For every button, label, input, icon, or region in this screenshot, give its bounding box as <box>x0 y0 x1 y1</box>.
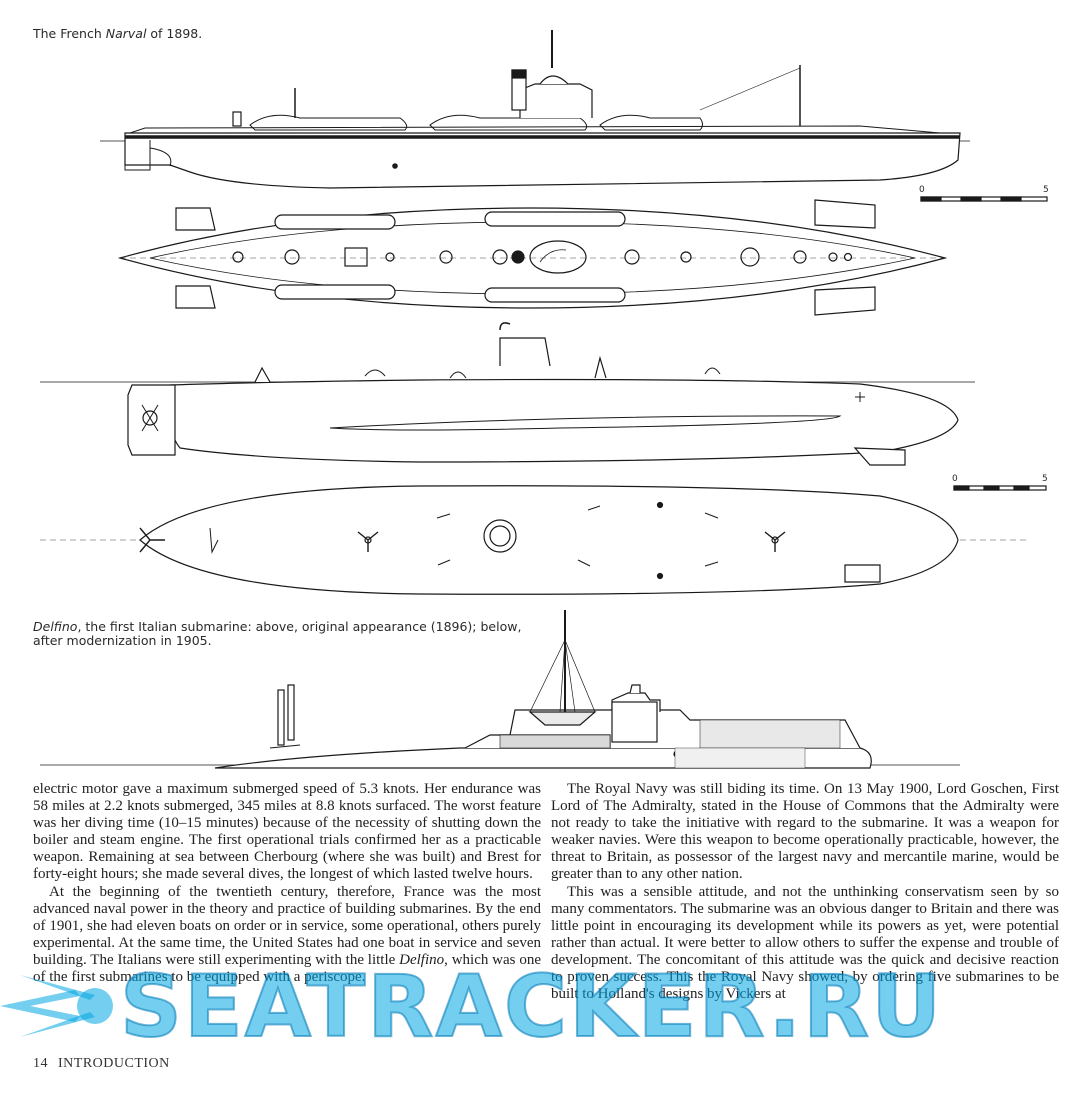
delfino-top-view <box>40 485 1030 595</box>
scale-label-start: 0 <box>952 474 958 484</box>
paragraph: The Royal Navy was still biding its time… <box>551 781 1059 883</box>
scale-bar-delfino <box>953 485 1047 491</box>
paragraph: At the beginning of the twentieth centur… <box>33 883 541 986</box>
page-footer: 14 INTRODUCTION <box>33 1056 170 1072</box>
paragraph: electric motor gave a maximum submerged … <box>33 781 541 883</box>
caption-delfino: Delfino, the first Italian submarine: ab… <box>33 619 522 648</box>
scale-label-start: 0 <box>919 185 925 195</box>
scale-label-end: 5 <box>1042 474 1048 484</box>
watermark-text: SEATRACKER.RU <box>119 956 944 1058</box>
text-column-left: electric motor gave a maximum submerged … <box>33 781 541 986</box>
page-number: 14 <box>33 1056 48 1071</box>
delfino-original-side-view <box>40 322 975 466</box>
technical-drawings <box>40 30 1048 769</box>
text-column-right: The Royal Navy was still biding its time… <box>551 781 1059 1003</box>
delfino-modernized-side-view <box>40 610 960 769</box>
scale-bar-narval <box>920 196 1048 202</box>
section-title: INTRODUCTION <box>58 1056 170 1071</box>
paragraph: This was a sensible attitude, and not th… <box>551 883 1059 1003</box>
narval-top-view <box>117 199 948 316</box>
scale-label-end: 5 <box>1043 185 1049 195</box>
caption-narval: The French Narval of 1898. <box>33 26 203 41</box>
narval-side-view <box>100 30 970 189</box>
